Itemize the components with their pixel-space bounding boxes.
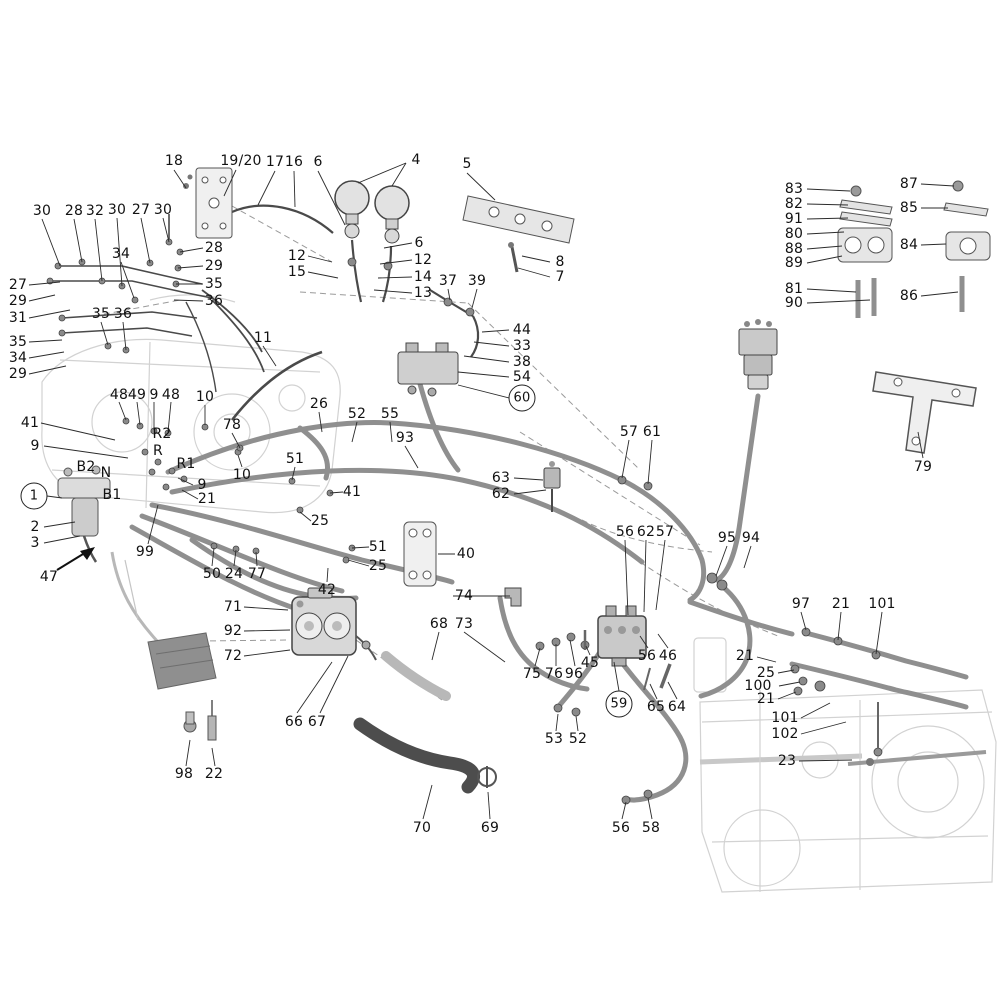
fittings-98-22: [183, 700, 217, 741]
hose-clamp-69: [477, 766, 497, 788]
trailer-brake-valve-59: [583, 605, 672, 691]
rod-23: [847, 702, 987, 766]
accumulators: [334, 180, 410, 244]
brake-pedal: [147, 632, 217, 690]
fittings: [46, 238, 883, 805]
mounting-plate: [183, 167, 233, 239]
plate-40: [403, 521, 437, 587]
hydraulic-pump: [291, 587, 377, 661]
brake-valve-right: [738, 319, 778, 390]
components: [56, 167, 991, 788]
hoses: [129, 381, 969, 803]
leader-lines: [28, 162, 959, 820]
pointer-arrow-47: [56, 547, 95, 571]
valve-63: [543, 461, 561, 489]
support-bracket: [462, 195, 575, 273]
t-plate-79: [872, 371, 977, 454]
master-cylinder: [57, 465, 111, 563]
elbow-74: [504, 587, 522, 607]
clamp-hardware: [837, 180, 991, 318]
pipes: [50, 204, 553, 512]
dashed-guides: [93, 205, 779, 701]
valve-block-54: [397, 342, 459, 397]
